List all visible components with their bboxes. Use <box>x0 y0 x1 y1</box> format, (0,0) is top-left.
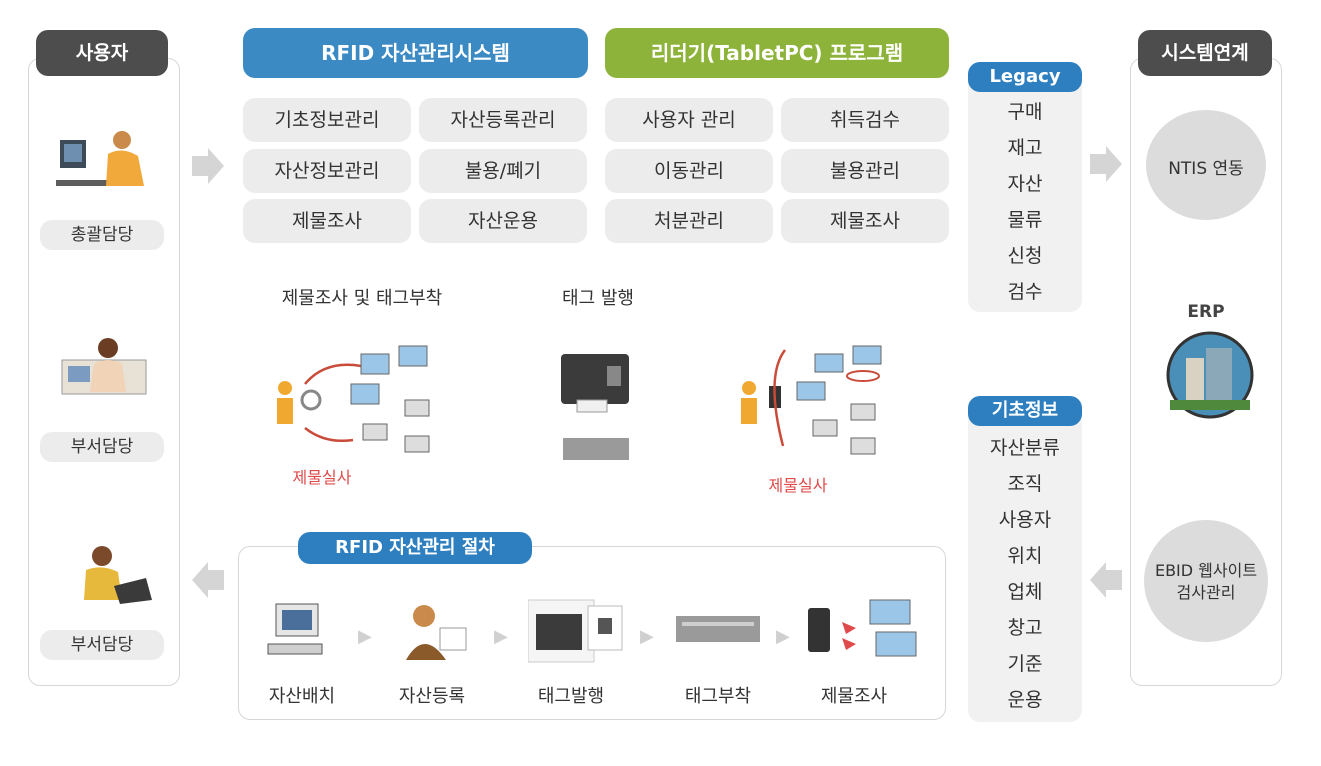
role-general-manager: 총괄담당 <box>40 220 164 250</box>
tag-printer-illustration <box>561 354 629 460</box>
step-arrow-icon: ▶ <box>494 626 508 647</box>
legacy-panel <box>968 70 1082 312</box>
department-staff-illustration <box>61 338 147 395</box>
rfid-item-inventory[interactable]: 제물조사 <box>243 199 411 243</box>
legacy-item: 재고 <box>1007 137 1043 159</box>
rfid-item-asset-operation[interactable]: 자산운용 <box>419 199 587 243</box>
ebid-circle[interactable] <box>1144 520 1268 642</box>
survey-illustration <box>277 345 430 453</box>
base-info-item: 기준 <box>1007 653 1043 675</box>
ntis-circle[interactable] <box>1146 110 1266 220</box>
role-department-staff-1: 부서담당 <box>40 432 164 462</box>
step-arrow-icon: ▶ <box>776 626 790 647</box>
legacy-item: 검수 <box>1007 281 1043 303</box>
tablet-survey-illustration <box>741 345 882 455</box>
arrow-left-icon <box>192 562 224 598</box>
legacy-header: Legacy <box>968 62 1082 92</box>
reader-item-disposition[interactable]: 처분관리 <box>605 199 773 243</box>
base-info-list: 자산분류 조직 사용자 위치 업체 창고 기준 운용 <box>968 430 1082 718</box>
role-department-staff-2: 부서담당 <box>40 630 164 660</box>
step-tag-attach: 태그부착 <box>684 686 752 707</box>
rfid-item-asset-registration[interactable]: 자산등록관리 <box>419 98 587 142</box>
reader-program-header: 리더기(TabletPC) 프로그램 <box>605 28 949 78</box>
reader-item-unused[interactable]: 불용관리 <box>781 149 949 193</box>
users-header: 사용자 <box>36 30 168 76</box>
legacy-item: 물류 <box>1007 209 1043 231</box>
legacy-item: 구매 <box>1007 101 1043 123</box>
survey-caption-right: 제물실사 <box>768 476 828 495</box>
registration-person-icon <box>406 605 467 660</box>
base-info-item: 운용 <box>1007 689 1043 711</box>
step-inventory: 제물조사 <box>820 686 888 707</box>
step-arrow-icon: ▶ <box>640 626 654 647</box>
base-info-item: 창고 <box>1007 617 1043 639</box>
base-info-item: 조직 <box>1007 473 1043 495</box>
procedure-header: RFID 자산관리 절차 <box>298 532 532 564</box>
reader-item-acquisition-inspection[interactable]: 취득검수 <box>781 98 949 142</box>
department-staff-laptop-illustration <box>84 546 152 604</box>
step-asset-placement: 자산배치 <box>268 686 336 707</box>
step-tag-issue: 태그발행 <box>537 686 605 707</box>
step-arrow-icon: ▶ <box>358 626 372 647</box>
manager-illustration <box>56 131 144 186</box>
tablet-scan-icon <box>808 599 917 657</box>
tag-label-icon <box>676 616 760 642</box>
ntis-label: NTIS 연동 <box>1168 159 1244 179</box>
tag-issue-title: 태그 발행 <box>562 288 634 309</box>
reader-item-inventory[interactable]: 제물조사 <box>781 199 949 243</box>
base-info-item: 업체 <box>1007 581 1043 603</box>
reader-item-transfer[interactable]: 이동관리 <box>605 149 773 193</box>
base-info-item: 자산분류 <box>990 437 1060 459</box>
base-info-item: 위치 <box>1007 545 1043 567</box>
base-info-panel <box>968 410 1082 722</box>
rfid-item-asset-info[interactable]: 자산정보관리 <box>243 149 411 193</box>
survey-caption-left: 제물실사 <box>292 468 352 487</box>
rfid-item-disposal[interactable]: 불용/폐기 <box>419 149 587 193</box>
base-info-item: 사용자 <box>998 509 1052 531</box>
base-info-header: 기초정보 <box>968 396 1082 426</box>
rfid-item-basic-info[interactable]: 기초정보관리 <box>243 98 411 142</box>
reader-item-user-management[interactable]: 사용자 관리 <box>605 98 773 142</box>
tag-printer-icon <box>528 599 623 663</box>
computer-icon <box>267 603 323 655</box>
legacy-item: 신청 <box>1007 245 1043 267</box>
legacy-item: 자산 <box>1007 173 1043 195</box>
legacy-list: 구매 재고 자산 물류 신청 검수 <box>968 94 1082 310</box>
arrow-right-icon <box>192 148 224 184</box>
erp-building-icon[interactable] <box>1162 330 1258 420</box>
arrow-right-icon <box>1090 146 1122 182</box>
erp-label: ERP <box>1187 302 1225 322</box>
ebid-label: EBID 웹사이트 검사관리 <box>1154 561 1258 602</box>
system-link-header: 시스템연계 <box>1138 30 1272 76</box>
step-asset-registration: 자산등록 <box>398 686 466 707</box>
survey-title: 제물조사 및 태그부착 <box>281 288 443 309</box>
rfid-system-header: RFID 자산관리시스템 <box>243 28 588 78</box>
arrow-left-icon <box>1090 562 1122 598</box>
